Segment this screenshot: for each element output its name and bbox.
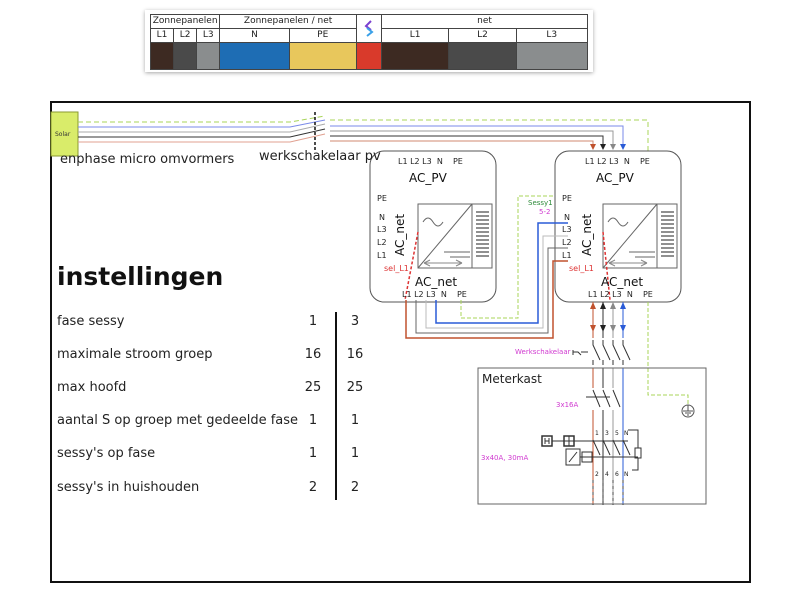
swatch-net-l1 — [380, 42, 450, 70]
swatch-pe — [288, 42, 357, 70]
setting-value-a: 16 — [304, 347, 322, 362]
inverter-1-sel-label: sel_L1 — [384, 264, 409, 273]
meterkast-box — [477, 367, 707, 505]
rcd-device — [541, 429, 642, 471]
meterkast-label: Meterkast — [482, 372, 542, 386]
inverter-1-sel-line — [404, 231, 419, 301]
solar-caption: enphase micro omvormers — [60, 152, 235, 167]
rcd-pin-6: 6 — [615, 471, 619, 478]
pv-to-inverter-lines — [330, 119, 649, 152]
legend-group-row: Zonnepanelen Zonnepanelen / net net — [149, 14, 588, 43]
rcd-pin-5: 5 — [615, 430, 619, 437]
setting-value-b: 1 — [350, 446, 360, 461]
pin-pe: PE — [562, 194, 572, 203]
setting-label: aantal S op groep met gedeelde fase — [57, 413, 299, 428]
inverter-1-bottom-pins: L1 L2 L3 N PE — [402, 290, 467, 299]
inverter-1-title: AC_PV — [409, 171, 448, 185]
pin-l1: L1 — [377, 251, 387, 260]
rcd-pin-2: 2 — [595, 471, 599, 478]
setting-label: sessy's in huishouden — [57, 480, 200, 495]
werkschakelaar-label: Werkschakelaar — [515, 348, 571, 356]
setting-value-b: 1 — [350, 413, 360, 428]
wire-n — [78, 119, 326, 128]
setting-label: sessy's op fase — [57, 446, 156, 461]
setting-value-a: 25 — [304, 380, 322, 395]
setting-value-b: 25 — [346, 380, 364, 395]
grid-arrows — [590, 302, 626, 332]
legend-table: Zonnepanelen Zonnepanelen / net net L1 L… — [149, 14, 589, 70]
rcd-pin-3: 3 — [605, 430, 609, 437]
breaker-label: 3x16A — [556, 401, 579, 409]
wire-l2 — [78, 128, 326, 138]
sessy-label: Sessy1 — [528, 199, 553, 207]
inverter-2: L1 L2 L3 N PE AC_PV PE N L3 L2 L1 AC_net… — [554, 150, 682, 303]
swatch-zp-l2 — [173, 42, 198, 70]
earth-ground-icon — [681, 404, 695, 418]
breaker-3x16a — [586, 388, 621, 410]
inverter-interconnect-wires — [405, 195, 568, 339]
rcd-pin-4: 4 — [605, 471, 609, 478]
pin-l3: L3 — [562, 225, 572, 234]
pv-cable-lines — [78, 115, 326, 143]
setting-value-a: 1 — [308, 446, 318, 461]
inverter-2-side-label: AC_net — [580, 214, 594, 256]
rcd-pin-n-top: N — [624, 430, 629, 437]
sessy-sublabel: 5-2 — [539, 208, 550, 216]
rcd-pins: 1 3 5 N 2 4 6 N — [595, 430, 629, 478]
setting-value-a: 1 — [308, 413, 318, 428]
swatch-net-l3 — [515, 42, 589, 70]
inverter-2-bottom-label: AC_net — [601, 275, 643, 289]
setting-value-b: 2 — [350, 480, 360, 495]
solar-box — [50, 111, 79, 157]
setting-value-a: 2 — [308, 480, 318, 495]
wire-color-legend: Zonnepanelen Zonnepanelen / net net L1 L… — [145, 10, 593, 72]
wire-pe — [78, 115, 326, 123]
inverter-1-side-label: AC_net — [393, 214, 407, 256]
swatch-net-l2 — [448, 42, 517, 70]
solar-label: Solar — [55, 131, 71, 138]
rcd-pin-n-bottom: N — [624, 471, 629, 478]
legend-swatch-row — [149, 42, 589, 70]
switch-caption: werkschakelaar pv — [259, 149, 381, 164]
inverter-1-top-pins: L1 L2 L3 N PE — [398, 157, 463, 166]
settings-column-divider — [335, 312, 337, 500]
swatch-zp-l1 — [149, 42, 175, 70]
setting-label: fase sessy — [57, 314, 125, 329]
pin-pe: PE — [377, 194, 387, 203]
inverter-2-top-pins: L1 L2 L3 N PE — [585, 157, 650, 166]
inverter-2-sel-line — [602, 231, 611, 301]
setting-label: maximale stroom groep — [57, 347, 213, 362]
pin-l1: L1 — [562, 251, 572, 260]
werkschakelaar-switch — [572, 338, 631, 368]
inverter-2-title: AC_PV — [596, 171, 635, 185]
pin-l2: L2 — [562, 238, 572, 247]
setting-value-a: 1 — [308, 314, 318, 329]
inverter-input-arrows — [590, 144, 626, 150]
rcd-pin-1: 1 — [595, 430, 599, 437]
inverter-2-bottom-pins: L1 L2 L3 N PE — [588, 290, 653, 299]
pin-l3: L3 — [377, 225, 387, 234]
pin-l2: L2 — [377, 238, 387, 247]
wire-l3 — [78, 123, 326, 133]
wire-l1 — [78, 133, 326, 143]
pin-n: N — [379, 213, 385, 222]
inverter-1-bottom-label: AC_net — [415, 275, 457, 289]
setting-value-b: 16 — [346, 347, 364, 362]
inverter-2-sel-label: sel_L1 — [569, 264, 594, 273]
rcd-label: 3x40A, 30mA — [481, 454, 528, 462]
rcd-output-wires — [592, 480, 624, 505]
setting-label: max hoofd — [57, 380, 127, 395]
legend-column-row: L1 L2 L3 N PE L1 L2 L3 — [149, 28, 589, 43]
pin-n: N — [564, 213, 570, 222]
setting-value-b: 3 — [350, 314, 360, 329]
sessy-logo-icon — [364, 19, 374, 37]
swatch-sessy — [355, 42, 383, 70]
inverter-1: L1 L2 L3 N PE AC_PV PE N L3 L2 L1 AC_net… — [369, 150, 497, 303]
settings-title: instellingen — [57, 262, 224, 291]
swatch-n — [219, 42, 290, 70]
